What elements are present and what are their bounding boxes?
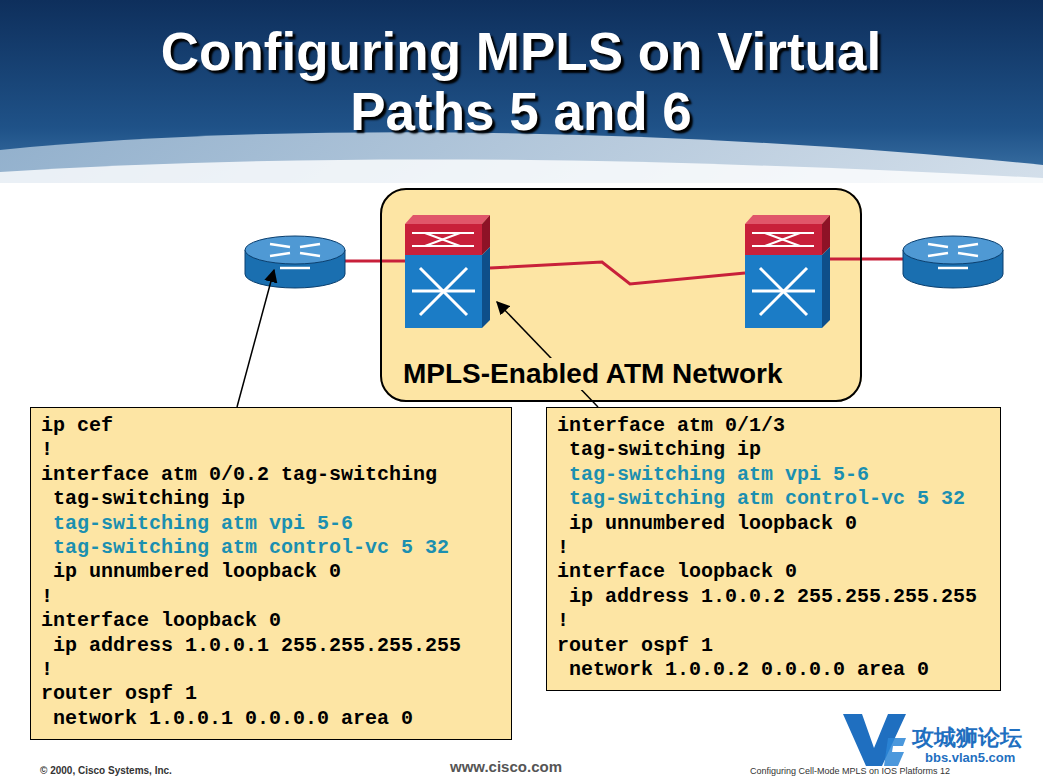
atm-switch-symbol-part-part [425,233,460,246]
atm-switch-symbol-part-part [765,233,800,246]
config-line: tag-switching ip [557,438,990,462]
config-line: ip address 1.0.0.2 255.255.255.255 [557,585,990,609]
atm-switch-symbol-part [745,224,822,255]
config-line: interface loopback 0 [41,609,501,633]
title-banner-part [0,159,1043,183]
config-box: interface atm 0/1/3tag-switching iptag-s… [546,407,1001,691]
config-line: ip unnumbered loopback 0 [41,560,501,584]
atm-switch-symbol-part [412,268,475,315]
router-symbol-part [903,236,1003,264]
atm-switch-symbol-part-part [752,245,814,247]
router-symbol-part-part [270,253,290,256]
watermark-url: bbs.vlan5.com [925,751,1015,765]
atm-switch-symbol-part-part [752,232,814,234]
atm-switch-symbol-part [405,215,490,224]
router-symbol-part-part [928,244,948,247]
router-symbol-part [245,236,345,264]
config-line: interface atm 0/0.2 tag-switching [41,463,501,487]
website-url: www.cisco.com [450,759,562,776]
atm-region-fill [380,188,862,402]
atm-switch-symbol-part [412,233,474,246]
router-symbol-part-part [300,253,320,256]
config-line: ! [557,536,990,560]
router-symbol-part [928,244,978,268]
config-line: router ospf 1 [41,682,501,706]
atm-switch-symbol-part [752,233,814,246]
config-line: network 1.0.0.2 0.0.0.0 area 0 [557,658,990,682]
config-line: router ospf 1 [557,634,990,658]
footer-note: Configuring Cell-Mode MPLS on IOS Platfo… [750,767,950,777]
red-links-part [344,260,405,263]
config-line: tag-switching atm control-vc 5 32 [41,536,501,560]
config-line: ip unnumbered loopback 0 [557,512,990,536]
config-line: interface loopback 0 [557,560,990,584]
title-banner [0,0,1043,183]
atm-switch-symbol-part [745,255,822,328]
config-line: tag-switching atm vpi 5-6 [41,512,501,536]
config-line: tag-switching atm control-vc 5 32 [557,487,990,511]
watermark-logo-part [884,738,906,766]
atm-switch-symbol-part [405,255,482,328]
atm-switch-symbol-part [752,268,815,315]
config-line: interface atm 0/1/3 [557,414,990,438]
config-line: ! [41,658,501,682]
config-line: network 1.0.0.1 0.0.0.0 area 0 [41,707,501,731]
red-links-part [830,258,904,261]
copyright-note: © 2000, Cisco Systems, Inc. [40,765,172,776]
router-symbol-part [270,244,320,268]
watermark-text: 攻城狮论坛 [912,726,1022,750]
slide-title: Configuring MPLS on Virtual Paths 5 and … [91,22,951,142]
atm-switch-symbol-part-part [412,245,474,247]
atm-switch-symbol-part [745,215,830,224]
config-line: ! [41,585,501,609]
atm-switch-symbol-part-part [425,233,460,246]
atm-switch-symbol-part [482,247,490,328]
router-symbol-part-part [270,244,290,247]
network-region: MPLS-Enabled ATM Network [380,188,862,402]
router-symbol-part-part [300,244,320,247]
config-line: ! [41,438,501,462]
router-symbol-part-part [280,267,310,270]
config-box: ip cef!interface atm 0/0.2 tag-switching… [30,407,512,740]
atm-switch-symbol [405,215,490,328]
watermark-logo-part [843,714,906,766]
atm-switch-symbol-part [405,224,482,255]
atm-switch-symbol-part-part [752,290,815,293]
atm-switch-symbol [745,215,830,328]
router-symbol-part-part [958,253,978,256]
title-banner-part [0,0,1043,183]
router-symbol-part-part [938,267,968,270]
atm-switch-symbol-part [822,247,830,328]
red-links-part [490,262,745,284]
leader-arrows-part [237,270,274,407]
config-line: tag-switching atm vpi 5-6 [557,463,990,487]
config-line: ip cef [41,414,501,438]
atm-switch-symbol-part-part [412,290,475,293]
router-symbol-part-part [958,244,978,247]
atm-switch-symbol-part-part [412,232,474,234]
router-symbol [245,236,345,288]
atm-switch-symbol-part-part [765,233,800,246]
router-symbol-part-part [928,253,948,256]
config-line: ip address 1.0.0.1 255.255.255.255 [41,634,501,658]
router-symbol [903,236,1003,288]
watermark-logo [843,714,906,766]
config-line: ! [557,609,990,633]
leader-arrows-part [497,302,598,407]
config-line: tag-switching ip [41,487,501,511]
region-label: MPLS-Enabled ATM Network [400,358,786,390]
